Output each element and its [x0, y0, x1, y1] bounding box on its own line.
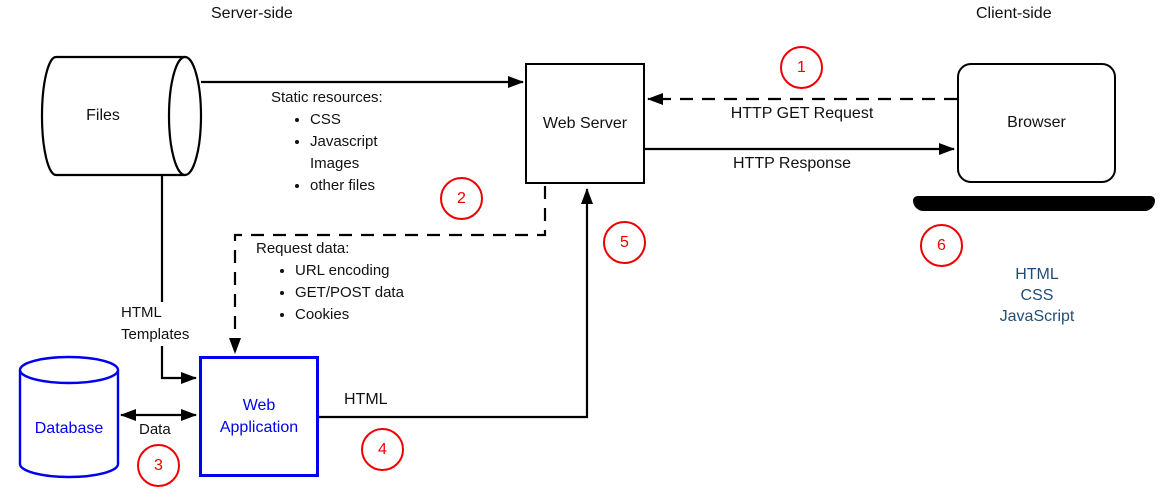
edge-html-webapp-to-webserver — [318, 188, 593, 419]
static-resources-list: CSS Javascript Images other files — [271, 109, 383, 197]
server-side-title: Server-side — [211, 5, 293, 22]
static-resources-item: Javascript Images — [310, 131, 383, 175]
laptop-base-shape — [913, 196, 1155, 211]
static-resources-title: Static resources: — [271, 89, 383, 106]
database-label: Database — [34, 420, 104, 437]
web-application-node: Web Application — [199, 356, 319, 477]
step-number: 6 — [937, 236, 946, 254]
client-side-title: Client-side — [976, 5, 1052, 22]
step-badge-6: 6 — [920, 224, 963, 267]
edge-request-data-webserver-to-webapp-dashed — [229, 186, 547, 354]
request-data-item: URL encoding — [295, 260, 404, 282]
web-application-label: Web Application — [219, 396, 299, 436]
step-number: 2 — [457, 189, 466, 207]
step-number: 4 — [378, 440, 387, 458]
client-stack-line: JavaScript — [999, 308, 1075, 325]
browser-label: Browser — [1007, 114, 1066, 131]
step-number: 5 — [620, 233, 629, 251]
client-stack-line: HTML — [1015, 266, 1059, 283]
static-resources-note: Static resources: CSS Javascript Images … — [271, 87, 383, 197]
step-badge-3: 3 — [137, 444, 180, 487]
request-data-item: GET/POST data — [295, 282, 404, 304]
step-badge-5: 5 — [603, 221, 646, 264]
step-number: 3 — [154, 456, 163, 474]
edge-html-templates-files-to-webapp — [160, 174, 197, 384]
step-badge-1: 1 — [780, 46, 823, 89]
request-data-title: Request data: — [256, 240, 350, 257]
browser-node: Browser — [957, 63, 1116, 183]
step-badge-4: 4 — [361, 428, 404, 471]
http-get-request-label: HTTP GET Request — [730, 105, 874, 122]
web-server-node: Web Server — [525, 63, 645, 184]
request-data-list: URL encoding GET/POST data Cookies — [256, 260, 404, 326]
request-data-item: Cookies — [295, 304, 404, 326]
client-stack-note: HTML CSS JavaScript — [957, 264, 1117, 327]
request-data-note: Request data: URL encoding GET/POST data… — [256, 238, 404, 326]
step-number: 1 — [797, 58, 806, 76]
static-resources-item: other files — [310, 175, 383, 197]
files-label: Files — [86, 107, 120, 124]
static-resources-item: CSS — [310, 109, 383, 131]
database-cylinder-shape — [18, 355, 120, 479]
client-stack-line: CSS — [1020, 287, 1054, 304]
files-cylinder-shape — [40, 55, 203, 177]
html-label: HTML — [344, 391, 388, 408]
step-badge-2: 2 — [440, 177, 483, 220]
http-response-label: HTTP Response — [733, 155, 851, 172]
html-templates-label: HTML Templates — [119, 302, 192, 346]
data-label: Data — [139, 421, 171, 438]
web-server-label: Web Server — [542, 114, 628, 132]
